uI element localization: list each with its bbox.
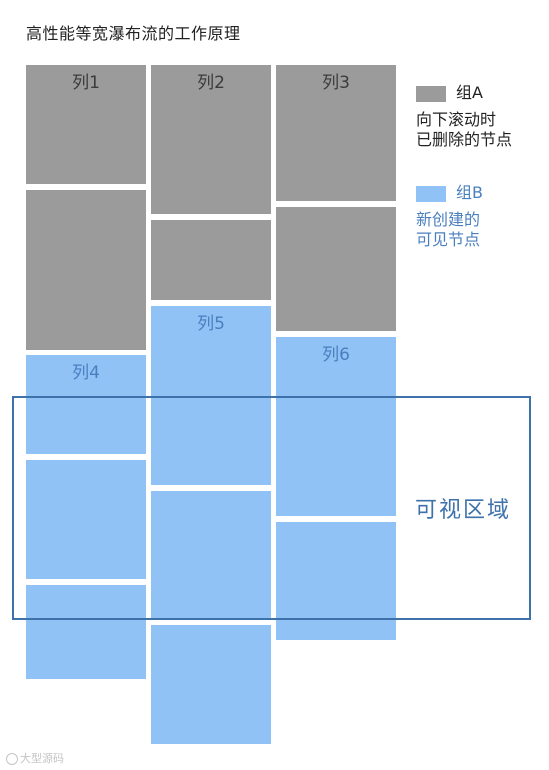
column-label-1: 列1 bbox=[72, 73, 100, 93]
node-col3-blue-1: 列6 bbox=[276, 337, 396, 516]
watermark: 大型源码 bbox=[6, 750, 64, 766]
legend-desc-group-a: 向下滚动时 已删除的节点 bbox=[416, 110, 513, 149]
visible-area-label: 可视区域 bbox=[415, 498, 512, 523]
node-col3-gray-1: 列3 bbox=[276, 65, 396, 201]
column-label-4: 列4 bbox=[72, 363, 100, 383]
node-col3-blue-2 bbox=[276, 522, 396, 640]
watermark-text: 大型源码 bbox=[20, 752, 64, 765]
visible-area-frame bbox=[12, 396, 531, 620]
node-col3-gray-2 bbox=[276, 207, 396, 331]
node-col2-gray-1: 列2 bbox=[151, 65, 271, 214]
node-col1-gray-2 bbox=[26, 190, 146, 350]
legend-name-group-a: 组A bbox=[456, 83, 483, 102]
node-col2-gray-2 bbox=[151, 220, 271, 300]
column-label-3: 列3 bbox=[322, 73, 350, 93]
column-label-6: 列6 bbox=[322, 345, 350, 365]
watermark-logo-icon bbox=[6, 753, 18, 765]
node-col1-blue-2 bbox=[26, 460, 146, 579]
column-label-2: 列2 bbox=[197, 73, 225, 93]
legend-swatch-group-b bbox=[416, 186, 446, 202]
diagram-title: 高性能等宽瀑布流的工作原理 bbox=[26, 24, 241, 43]
legend-name-group-b: 组B bbox=[456, 183, 483, 202]
node-col2-blue-3 bbox=[151, 625, 271, 744]
node-col1-blue-3 bbox=[26, 585, 146, 679]
legend-swatch-group-a bbox=[416, 86, 446, 102]
node-col2-blue-2 bbox=[151, 491, 271, 619]
node-col1-gray-1: 列1 bbox=[26, 65, 146, 184]
node-col1-blue-1: 列4 bbox=[26, 355, 146, 454]
legend-desc-group-b: 新创建的 可见节点 bbox=[416, 210, 481, 249]
column-label-5: 列5 bbox=[197, 314, 225, 334]
node-col2-blue-1: 列5 bbox=[151, 306, 271, 485]
